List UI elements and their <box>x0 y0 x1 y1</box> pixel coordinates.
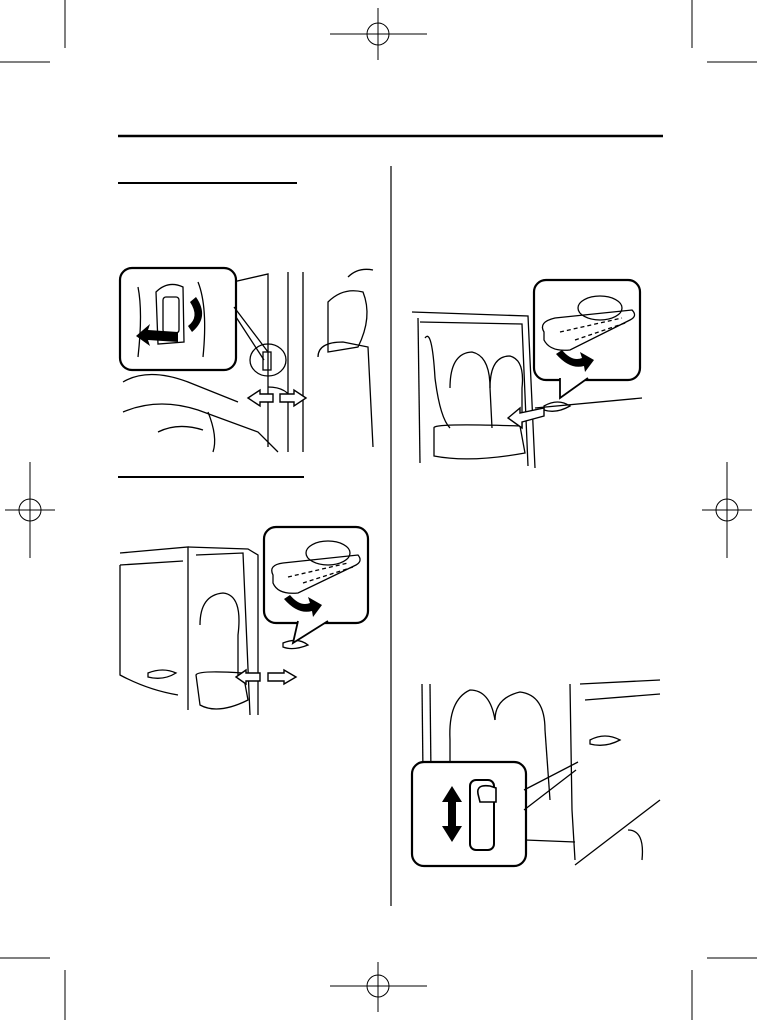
rotate-arrow-icon <box>136 324 178 346</box>
slide-arrow-left-icon <box>506 406 545 430</box>
registration-mark-top <box>330 8 427 60</box>
double-arrow-vertical-icon <box>442 786 462 842</box>
figure-sliding-door-handle <box>411 278 643 469</box>
double-arrow-horizontal-icon <box>246 388 308 408</box>
double-arrow-horizontal-icon <box>234 668 298 686</box>
pull-arrow-icon <box>556 350 594 372</box>
registration-mark-left <box>5 462 55 558</box>
figure-sliding-door-lock-knob <box>410 679 661 868</box>
figure-child-lock-lever <box>118 266 374 453</box>
registration-mark-right <box>702 462 752 558</box>
pull-arrow-icon <box>284 595 322 617</box>
figure-front-door-handle <box>119 525 370 716</box>
curved-arrow-icon <box>188 297 203 332</box>
registration-mark-bottom <box>330 962 427 1012</box>
